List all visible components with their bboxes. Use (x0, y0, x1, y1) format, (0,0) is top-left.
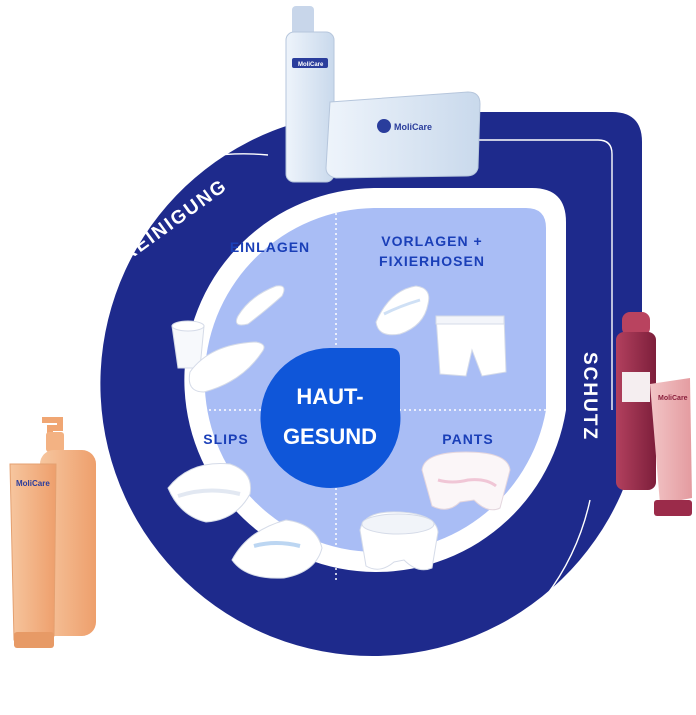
label-pants: PANTS (442, 431, 493, 447)
label-fixierhosen: FIXIERHOSEN (379, 253, 485, 269)
pants-icon (421, 451, 511, 511)
foam-bottle-icon (616, 312, 656, 490)
center-drop (260, 348, 401, 488)
pad-icon (188, 341, 265, 393)
label-vorlagen: VORLAGEN + (381, 233, 482, 249)
ring-track-line (380, 139, 613, 410)
brand-cream-pink: MoliCare (658, 395, 688, 402)
pad-icon (235, 285, 285, 326)
ring-track-bottom (231, 499, 591, 695)
label-einlagen: EINLAGEN (230, 239, 310, 255)
brand-cream-orange: MoliCare (16, 479, 50, 488)
diaper-icon (167, 463, 252, 523)
foam-bottle-icon: MoliCare (285, 6, 335, 183)
wipes-pack-icon: MoliCare (325, 91, 481, 179)
pad-icon (375, 285, 430, 336)
fixation-pants-icon (435, 315, 507, 377)
pants-icon (359, 511, 439, 571)
center-label-line1: HAUT- (296, 384, 363, 409)
cup-icon (171, 320, 205, 369)
brand-foam: MoliCare (298, 62, 324, 68)
ring-label-pflege: PFLEGE (129, 587, 213, 655)
brand-wipes: MoliCare (394, 122, 432, 132)
diaper-icon (231, 519, 323, 579)
center-label-line2: GESUND (283, 424, 377, 449)
label-slips: SLIPS (203, 431, 248, 447)
ring-track-arc (0, 153, 269, 661)
cream-tube-icon: MoliCare (650, 378, 692, 516)
ring-label-schutz: SCHUTZ (579, 352, 600, 441)
cream-tube-icon: MoliCare (9, 463, 57, 648)
